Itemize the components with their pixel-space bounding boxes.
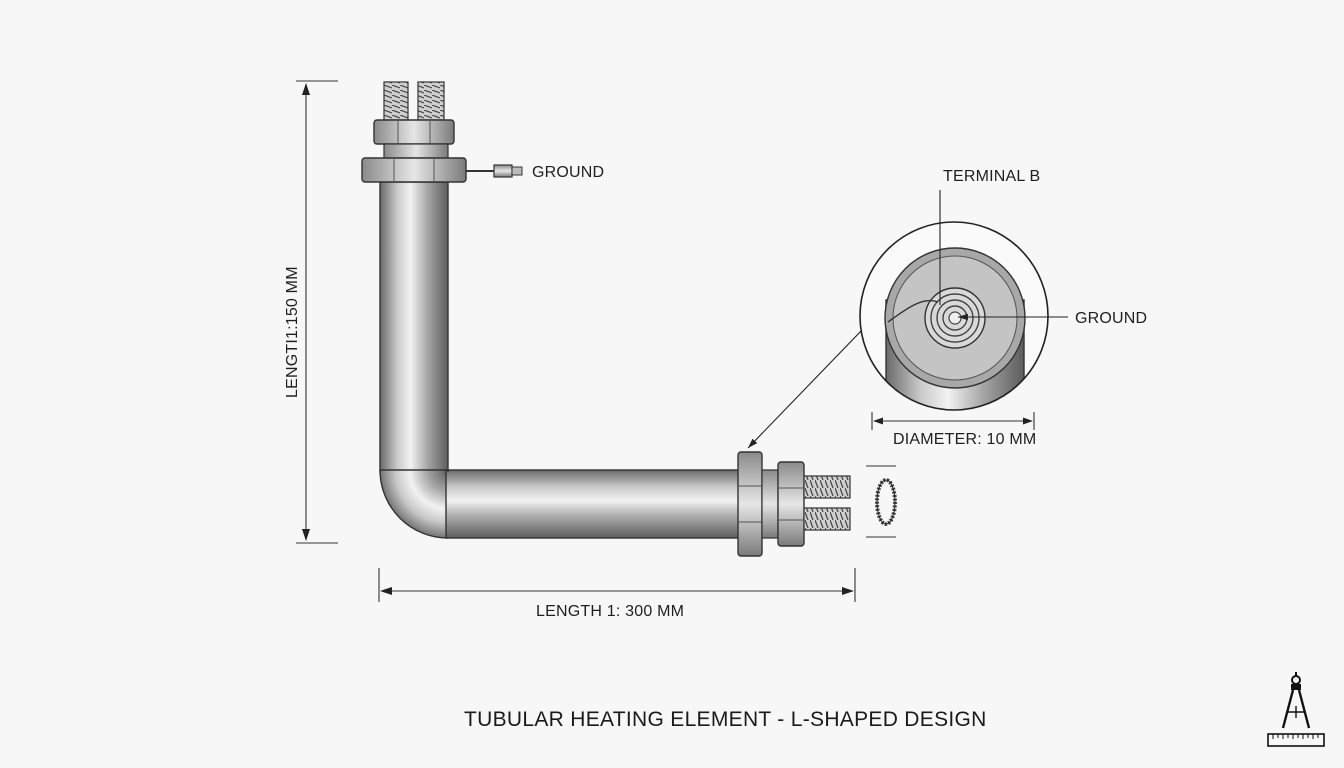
detail-view: TERMINAL B GROUND DIAMETER: 10 MM (859, 168, 1147, 448)
ground-label-top: GROUND (532, 164, 604, 181)
right-thread-bottom (803, 507, 851, 531)
diagram-title: TUBULAR HEATING ELEMENT - L-SHAPED DESIG… (464, 708, 987, 731)
right-flange (737, 451, 763, 557)
top-flange (361, 157, 467, 183)
diameter-label: DIAMETER: 10 MM (893, 431, 1036, 448)
top-hex-nut (373, 119, 455, 145)
right-fitting (737, 451, 851, 557)
heating-tube (379, 181, 743, 539)
ground-pin (493, 164, 513, 178)
vertical-length-label: LENGTI1:150 MM (284, 266, 301, 398)
horizontal-dimension: LENGTH 1: 300 MM (378, 568, 856, 620)
right-thread-top (803, 475, 851, 499)
detail-leader (747, 329, 863, 449)
top-thread-left (383, 81, 409, 121)
top-thread-right (417, 81, 445, 121)
top-fitting: GROUND (361, 81, 604, 183)
terminal-b-label: TERMINAL B (943, 168, 1040, 185)
right-hex-nut (777, 461, 805, 547)
end-ring-dimension (866, 465, 897, 538)
ground-label-detail: GROUND (1075, 310, 1147, 327)
detail-circle-outline (859, 221, 1049, 411)
vertical-dimension: LENGTI1:150 MM (284, 80, 338, 544)
horizontal-length-label: LENGTH 1: 300 MM (536, 603, 684, 620)
compass-ruler-icon (1267, 672, 1325, 747)
